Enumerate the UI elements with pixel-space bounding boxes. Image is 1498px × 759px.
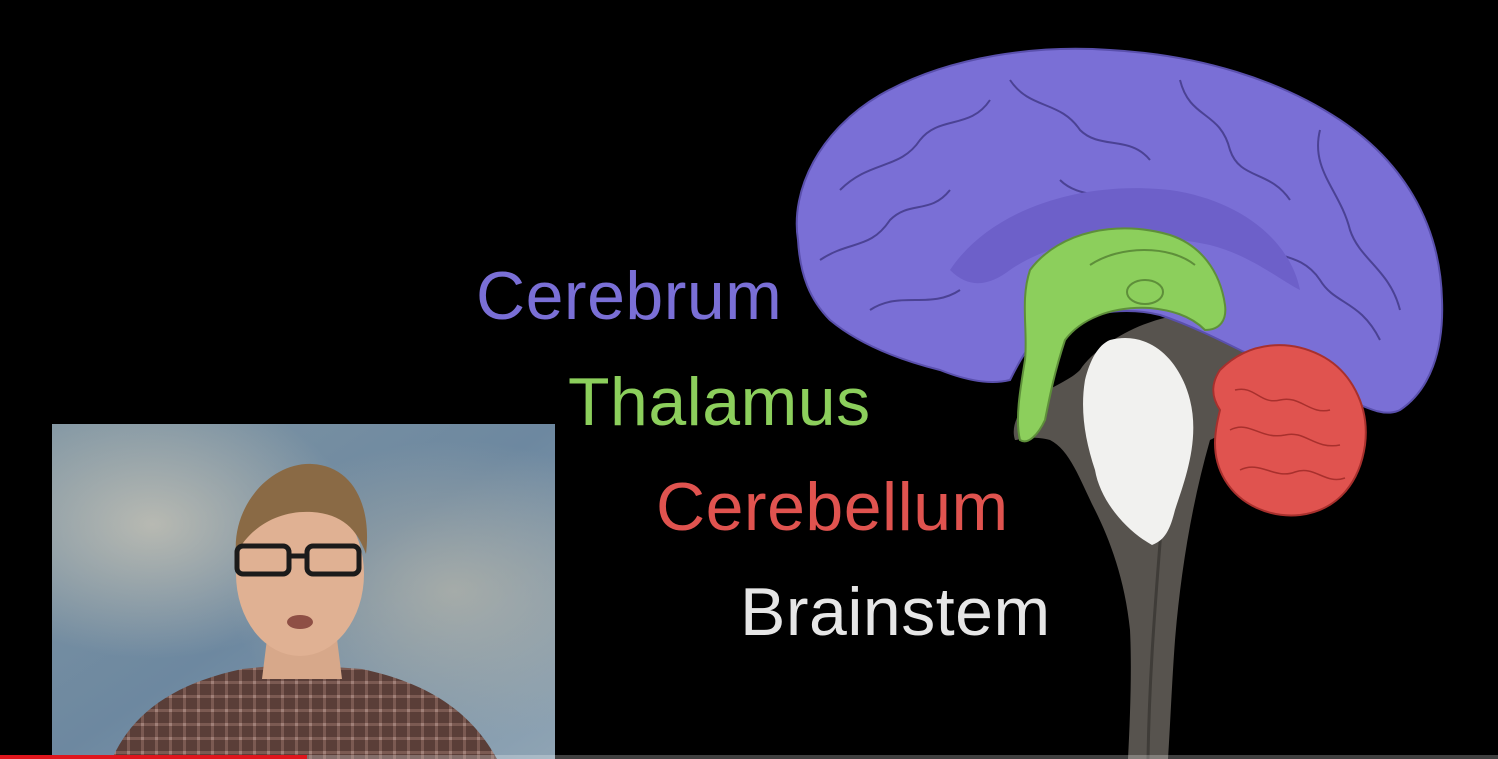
presenter-head — [236, 492, 364, 656]
corpus-callosum — [950, 188, 1300, 290]
cerebellum-folia — [1229, 388, 1346, 481]
video-progress-fill — [0, 755, 308, 759]
thalamus-shape — [1016, 227, 1227, 443]
presenter-mouth — [287, 615, 313, 629]
thalamus-inner — [1089, 249, 1196, 266]
cerebellum-shape — [1212, 344, 1367, 517]
presenter-webcam — [52, 424, 555, 759]
video-progress-bar[interactable] — [0, 755, 1498, 759]
label-thalamus: Thalamus — [568, 364, 871, 440]
label-brainstem: Brainstem — [740, 574, 1051, 650]
presenter-hair — [235, 463, 368, 554]
pons-shape — [1083, 338, 1194, 545]
glasses-icon — [234, 543, 362, 577]
label-cerebellum: Cerebellum — [656, 469, 1009, 545]
label-cerebrum: Cerebrum — [476, 258, 783, 334]
presenter-shirt — [112, 664, 497, 759]
brain-sagittal-diagram — [795, 47, 1444, 759]
thalamus-nucleus — [1126, 279, 1164, 305]
